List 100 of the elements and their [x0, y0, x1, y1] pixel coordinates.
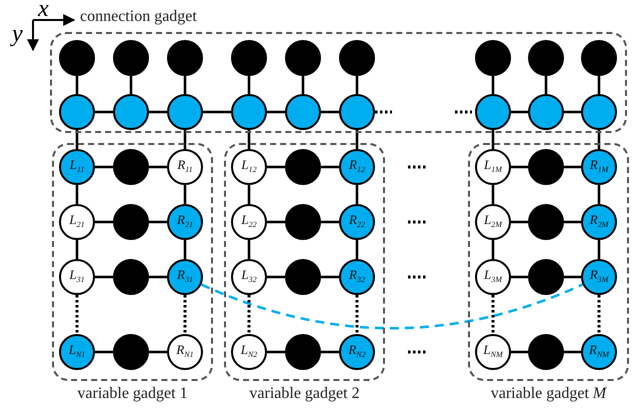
vertex-circle [285, 149, 321, 185]
vertex-circle [475, 149, 511, 185]
vertex-circle [113, 94, 149, 130]
edge-line [511, 276, 528, 278]
dashed-curve [200, 283, 584, 330]
vertex-circle [475, 259, 511, 295]
edge-line [544, 76, 548, 94]
vertex-circle [59, 149, 95, 185]
edge-line [95, 350, 113, 354]
edge-line [184, 185, 186, 204]
vertex-label: R$_{11}$ [177, 158, 193, 176]
edge-line [149, 166, 167, 168]
dotted-line [356, 295, 358, 334]
vertex-label: L$_{12}$ [241, 158, 257, 176]
vertex-circle [285, 334, 321, 370]
vertex-circle [339, 259, 375, 295]
edge-line [267, 166, 285, 168]
edge-line [149, 110, 167, 114]
vertex-circle [167, 40, 203, 76]
gadget-title: variable gadget 2 [248, 385, 361, 403]
vertex-circle [528, 334, 564, 370]
edge-line [149, 350, 167, 354]
vertex-circle [113, 40, 149, 76]
vertex-label: L$_{32}$ [241, 268, 257, 286]
vertex-circle [285, 204, 321, 240]
vertex-circle [113, 149, 149, 185]
edge-line [564, 350, 581, 354]
edge-line [203, 110, 231, 114]
vertex-circle [167, 334, 203, 370]
edge-line [492, 76, 494, 94]
edge-line [598, 130, 600, 149]
vertex-circle [231, 149, 267, 185]
gadget-title: variable gadget 1 [76, 385, 189, 403]
vertex-circle [339, 149, 375, 185]
vertex-circle [581, 259, 617, 295]
vertex-circle [59, 334, 95, 370]
vertex-label: L$_{2M}$ [484, 212, 502, 230]
vertex-label: R$_{32}$ [349, 268, 365, 286]
dotted-line [598, 295, 600, 334]
vertex-circle [339, 334, 375, 370]
dotted-line [492, 295, 494, 334]
vertex-label: L$_{N2}$ [240, 342, 258, 360]
vertex-circle [231, 259, 267, 295]
edge-line [95, 166, 113, 168]
vertex-label: R$_{31}$ [177, 268, 193, 286]
edge-line [356, 240, 358, 259]
vertex-label: R$_{21}$ [177, 212, 193, 230]
edge-line [321, 350, 339, 354]
vertex-label: R$_{N1}$ [176, 342, 194, 360]
vertex-circle [528, 204, 564, 240]
edge-line [76, 240, 78, 259]
edge-line [564, 166, 581, 168]
vertex-circle [231, 204, 267, 240]
edge-line [492, 130, 494, 149]
gadget-title: variable gadget M [490, 385, 608, 403]
vertex-circle [59, 204, 95, 240]
edge-line [267, 276, 285, 278]
vertex-circle [167, 149, 203, 185]
edge-line [95, 220, 113, 224]
edge-line [184, 240, 186, 259]
edge-line [356, 130, 358, 149]
vertex-circle [475, 204, 511, 240]
axis-label: x [38, 0, 49, 21]
vertex-circle [475, 40, 511, 76]
vertex-label: L$_{N1}$ [68, 342, 86, 360]
edge-line [184, 76, 186, 94]
edge-line [267, 350, 285, 354]
vertex-circle [339, 94, 375, 130]
edge-line [248, 185, 250, 204]
vertex-label: R$_{12}$ [349, 158, 365, 176]
edge-line [598, 76, 600, 94]
vertex-label: R$_{N2}$ [348, 342, 366, 360]
vertex-circle [285, 259, 321, 295]
edge-line [564, 220, 581, 224]
edge-line [356, 76, 358, 94]
axis-label: y [12, 22, 23, 46]
edge-line [492, 240, 494, 259]
vertex-circle [231, 94, 267, 130]
vertex-label: R$_{22}$ [349, 212, 365, 230]
edge-line [511, 350, 528, 354]
gadget-title: connection gadget [80, 8, 197, 26]
dotted-line [248, 295, 250, 334]
edge-line [511, 220, 528, 224]
vertex-circle [528, 40, 564, 76]
edge-line [184, 130, 186, 149]
vertex-label: R$_{2M}$ [590, 212, 608, 230]
dotted-line [184, 295, 186, 334]
edge-line [511, 110, 528, 114]
edge-line [95, 276, 113, 278]
vertex-circle [339, 204, 375, 240]
edge-line [511, 166, 528, 168]
vertex-label: L$_{22}$ [241, 212, 257, 230]
edge-line [321, 166, 339, 168]
vertex-label: L$_{11}$ [70, 158, 84, 176]
vertex-circle [285, 40, 321, 76]
edge-line [321, 220, 339, 224]
edge-line [76, 130, 78, 149]
vertex-circle [285, 94, 321, 130]
edge-line [598, 240, 600, 259]
edge-line [598, 185, 600, 204]
